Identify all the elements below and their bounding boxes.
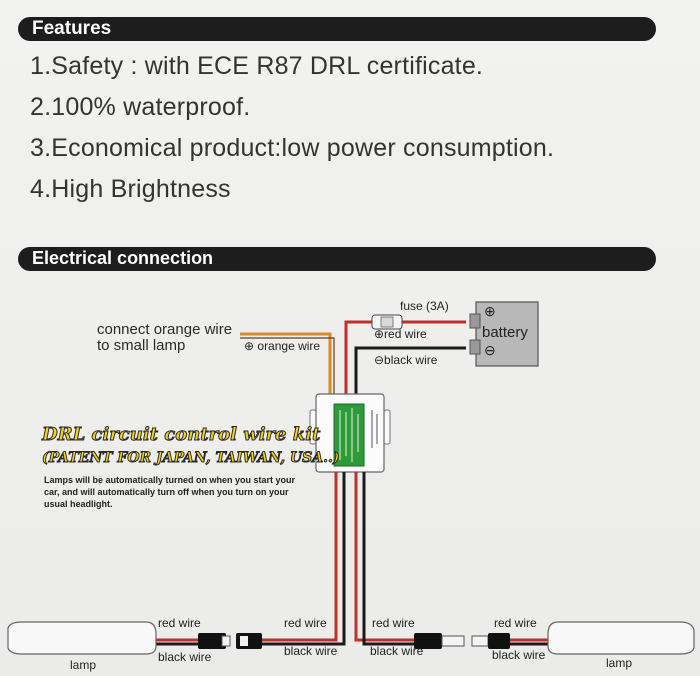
orange-wire <box>240 332 332 395</box>
red-wire-top-label: ⊕red wire <box>374 327 427 341</box>
connector-left-pin <box>221 635 231 647</box>
fuse-label: fuse (3A) <box>400 299 449 313</box>
connector-center-right-plug <box>441 635 465 647</box>
features-header-band: Features <box>18 17 656 41</box>
right-red-wire-label: red wire <box>494 616 537 630</box>
electrical-heading: Electrical connection <box>32 248 214 268</box>
battery-box <box>475 301 539 367</box>
lamp-left-label: lamp <box>70 658 97 672</box>
battery-terminal-plus <box>469 313 481 329</box>
lamp-right-body <box>547 621 695 655</box>
connector-center-left <box>236 633 262 649</box>
lamp-left-body <box>7 621 157 655</box>
feature-item-4: 4.High Brightness <box>30 175 231 203</box>
black-wire-top-label: ⊖black wire <box>374 353 438 367</box>
red-wire-top <box>344 320 372 395</box>
center-left-black-wire-label: black wire <box>284 644 338 658</box>
lamp-right-label: lamp <box>606 656 633 670</box>
right-black-wire-label: black wire <box>492 648 546 662</box>
connector-right-plug <box>471 635 489 647</box>
module-right-tab <box>383 409 391 445</box>
connect-orange-label-1: connect orange wire <box>97 321 233 338</box>
module-label-lines <box>339 408 359 462</box>
black-wire-top <box>354 346 466 395</box>
red-wire-left-down <box>258 472 338 642</box>
red-wire-right-down <box>354 472 414 642</box>
features-heading: Features <box>32 18 112 39</box>
module-green-label <box>333 403 365 467</box>
left-red-wire-label: red wire <box>158 616 201 630</box>
center-right-black-wire-label: black wire <box>370 644 424 658</box>
left-black-wire-label: black wire <box>158 650 212 664</box>
connector-center-left-pin <box>240 636 248 646</box>
black-wire-left-down <box>258 472 346 646</box>
module-side-text <box>371 410 378 448</box>
connector-right <box>488 633 510 649</box>
feature-item-2: 2.100% waterproof. <box>30 93 251 121</box>
battery-plus-symbol: ⊕ <box>484 303 496 319</box>
battery-label: battery <box>482 324 528 341</box>
battery-terminal-minus <box>469 339 481 355</box>
orange-wire-label: ⊕ orange wire <box>244 339 321 353</box>
fuse-element <box>380 316 394 328</box>
connect-orange-label-2: to small lamp <box>97 337 186 354</box>
orange-wire-shadow <box>240 337 335 395</box>
kit-patent: (PATENT FOR JAPAN, TAIWAN, USA..) <box>42 450 341 467</box>
connector-left <box>198 633 226 649</box>
connector-center-right <box>414 633 442 649</box>
center-left-red-wire-label: red wire <box>284 616 327 630</box>
kit-description: Lamps will be automatically turned on wh… <box>44 475 296 509</box>
center-right-red-wire-label: red wire <box>372 616 415 630</box>
kit-title: DRL circuit control wire kit <box>41 424 321 446</box>
feature-item-3: 3.Economical product:low power consumpti… <box>30 134 555 162</box>
black-wire-right-down <box>362 472 414 646</box>
battery-minus-symbol: ⊖ <box>484 342 496 358</box>
feature-item-1: 1.Safety : with ECE R87 DRL certificate. <box>30 52 484 80</box>
electrical-header-band: Electrical connection <box>18 247 656 271</box>
